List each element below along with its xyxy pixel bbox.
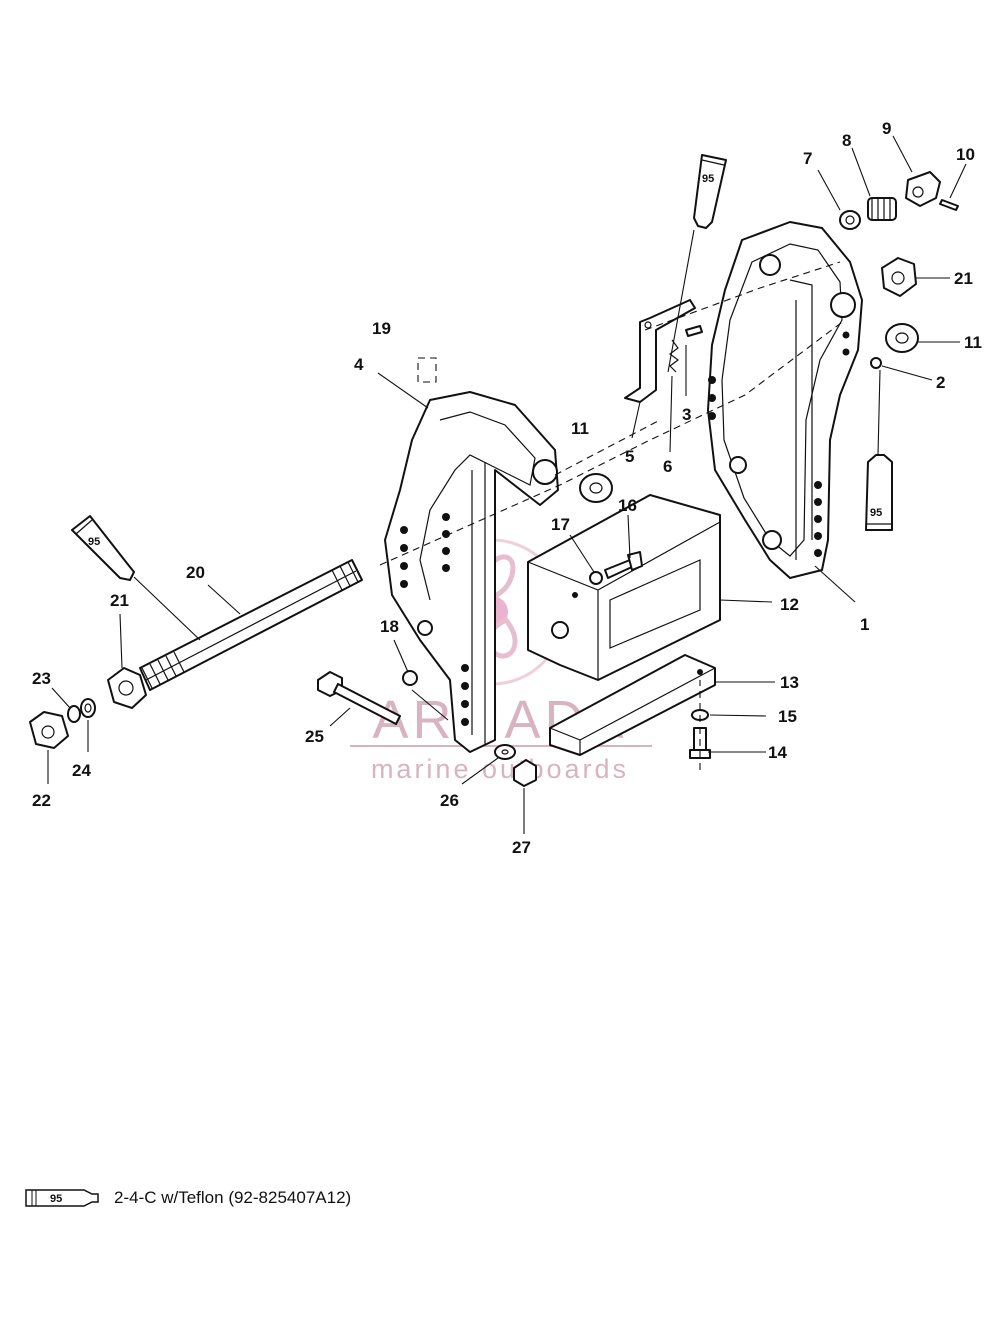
callout-21-right: 21 [954, 269, 973, 288]
lubricant-tube-right: 95 [865, 454, 893, 531]
callout-8: 8 [842, 131, 851, 150]
callout-11-left: 11 [571, 419, 589, 438]
part-17-nut [589, 571, 603, 585]
part-21-locknut-left [107, 667, 147, 709]
part-24-bushing [80, 698, 96, 718]
part-5-tilt-lock-lever [624, 299, 696, 403]
callout-6: 6 [663, 457, 672, 476]
part-8-spring [867, 197, 897, 221]
callout-9: 9 [882, 119, 891, 138]
callout-12: 12 [780, 595, 799, 614]
lubricant-tube-left: 95 [71, 515, 135, 581]
callout-2: 2 [936, 373, 945, 392]
callout-11-right: 11 [964, 333, 982, 352]
part-1-adjustment-holes [708, 331, 850, 557]
callout-14: 14 [768, 743, 787, 762]
part-13-plate [549, 654, 716, 756]
part-20-tilt-tube [139, 559, 363, 691]
callout-24: 24 [72, 761, 91, 780]
svg-text:95: 95 [50, 1193, 62, 1205]
callout-15: 15 [778, 707, 797, 726]
part-19-stop-hidden [417, 357, 437, 383]
part-20-thread-marks [141, 561, 359, 689]
part-25-bolt [317, 671, 401, 725]
leader-lines [47, 135, 967, 834]
lubricant-tube-top: 95 [693, 154, 727, 229]
part-22-cap-nut [29, 711, 69, 749]
callout-labels: 1 2 3 4 5 6 7 8 9 10 11 11 12 13 14 15 1… [32, 119, 982, 857]
callout-5: 5 [625, 447, 634, 466]
part-18-nut [402, 670, 418, 686]
callout-17: 17 [551, 515, 570, 534]
callout-3: 3 [682, 405, 691, 424]
part-9-lever [905, 171, 941, 207]
part-4-adjustment-holes [400, 513, 469, 726]
callout-18: 18 [380, 617, 399, 636]
part-12-spacer-housing [527, 494, 721, 681]
part-11-washer-right [885, 323, 919, 353]
part-21-locknut-right [881, 257, 917, 297]
part-10-pin [939, 199, 959, 211]
callout-10: 10 [956, 145, 975, 164]
callout-1: 1 [860, 615, 869, 634]
svg-text:95: 95 [870, 507, 882, 519]
callout-21-left: 21 [110, 591, 129, 610]
svg-text:95: 95 [702, 173, 714, 185]
callout-22: 22 [32, 791, 51, 810]
part-11-washer-left [579, 473, 613, 503]
svg-text:95: 95 [88, 536, 100, 548]
callout-16: 16 [618, 496, 637, 515]
callout-13: 13 [780, 673, 799, 692]
part-6-spring [669, 339, 679, 373]
part-7-bushing [839, 210, 861, 230]
assembly-lines [379, 261, 846, 770]
callout-23: 23 [32, 669, 51, 688]
part-4-clamp-bracket-left [384, 391, 559, 753]
part-23-o-ring [67, 705, 81, 723]
part-26-washer [494, 744, 516, 760]
callout-4: 4 [354, 355, 364, 374]
callout-25: 25 [305, 727, 324, 746]
legend-tube-icon: 95 [25, 1189, 99, 1207]
part-1-clamp-bracket-right [707, 221, 863, 579]
part-2-grease-fitting [870, 357, 882, 369]
callout-27: 27 [512, 838, 531, 857]
callout-7: 7 [803, 149, 812, 168]
watermark-tagline: marine outboards [371, 754, 629, 784]
callout-19: 19 [372, 319, 391, 338]
callout-20: 20 [186, 563, 205, 582]
legend-text: 2-4-C w/Teflon (92-825407A12) [114, 1188, 352, 1207]
part-16-bolt [604, 551, 643, 579]
callout-26: 26 [440, 791, 459, 810]
lubricant-legend: 95 2-4-C w/Teflon (92-825407A12) [24, 1184, 351, 1212]
part-27-nut [513, 759, 537, 787]
part-3-pin [685, 325, 703, 337]
